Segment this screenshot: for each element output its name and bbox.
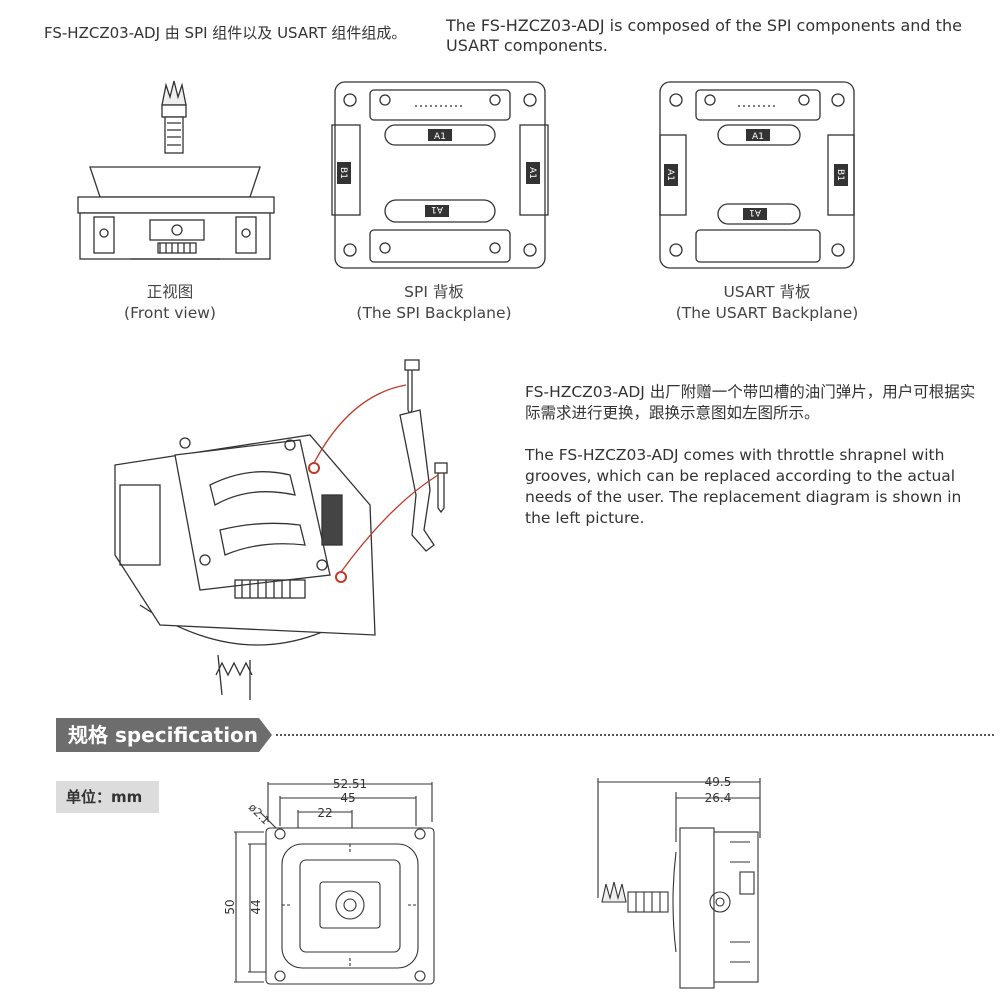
shrapnel-text-zh: FS-HZCZ03-ADJ 出厂附赠一个带凹槽的油门弹片，用户可根据实际需求进行… (525, 383, 976, 422)
shrapnel-replacement-drawing (114, 359, 448, 700)
spec-section-title: 规格 specification (56, 718, 272, 752)
usart-label-a1: A1 (752, 132, 764, 142)
usart-label-a1-side: A1 (665, 169, 675, 181)
caption-spi-backplane: SPI 背板 (The SPI Backplane) (314, 282, 554, 324)
dim-side-total: 49.5 (705, 775, 732, 789)
dim-side-part: 26.4 (705, 791, 732, 805)
board-label-a1-side: A1 (527, 167, 537, 179)
board-label-b1: B1 (338, 167, 348, 179)
caption-front-view-en: (Front view) (124, 304, 216, 322)
spi-backplane-drawing: A1 A1 B1 A1 (331, 81, 549, 269)
intro-text-en: The FS-HZCZ03-ADJ is composed of the SPI… (446, 16, 962, 55)
caption-usart-backplane-en: (The USART Backplane) (675, 304, 859, 322)
side-dimension-drawing: 49.5 26.4 (597, 775, 761, 989)
usart-backplane-drawing: A1 A1 A1 B1 (659, 81, 855, 269)
caption-front-view: 正视图 (Front view) (50, 282, 290, 324)
caption-usart-backplane: USART 背板 (The USART Backplane) (647, 282, 887, 324)
unit-label: 单位：mm (56, 781, 159, 813)
caption-usart-backplane-zh: USART 背板 (723, 283, 811, 301)
caption-spi-backplane-en: (The SPI Backplane) (356, 304, 512, 322)
spec-divider (276, 734, 994, 736)
front-dimension-drawing: 52.51 45 22 ø2.1 50 44 (223, 777, 435, 985)
intro-text-zh: FS-HZCZ03-ADJ 由 SPI 组件以及 USART 组件组成。 (44, 24, 407, 42)
caption-front-view-zh: 正视图 (146, 283, 194, 301)
dim-width-small: 22 (317, 806, 332, 820)
board-label-a1: A1 (434, 132, 446, 142)
dim-width-outer: 52.51 (333, 777, 367, 791)
dim-width-inner: 45 (340, 791, 355, 805)
usart-label-a1-rotated: A1 (749, 207, 761, 217)
dim-height-inner: 44 (249, 899, 263, 914)
dim-height-outer: 50 (223, 899, 237, 914)
caption-spi-backplane-zh: SPI 背板 (404, 283, 464, 301)
board-label-a1-rotated: A1 (431, 204, 443, 214)
shrapnel-text-en: The FS-HZCZ03-ADJ comes with throttle sh… (525, 446, 962, 527)
usart-label-b1: B1 (835, 169, 845, 181)
front-view-drawing (77, 80, 275, 260)
